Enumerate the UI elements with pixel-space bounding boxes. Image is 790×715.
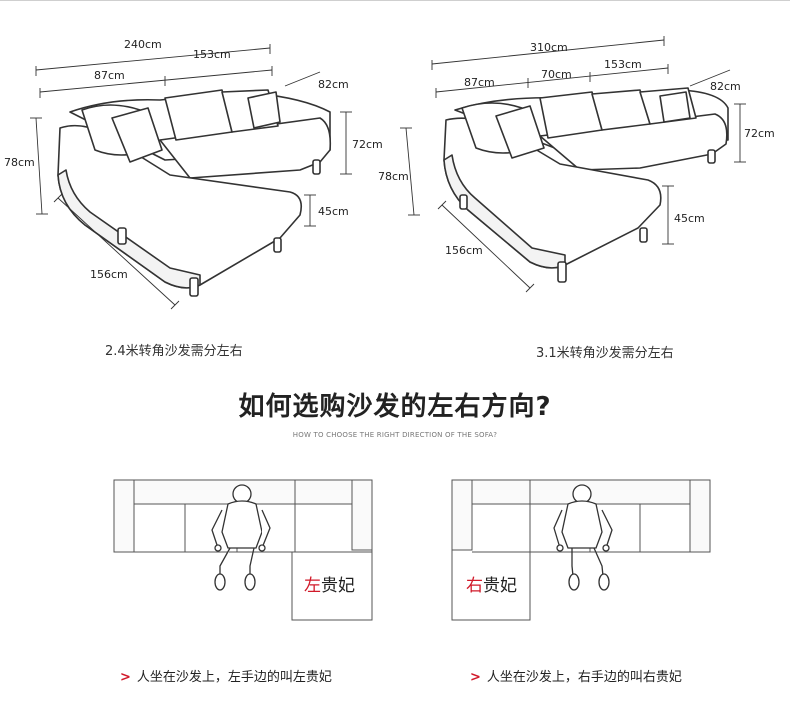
plan-right-note-text: 人坐在沙发上，右手边的叫右贵妃	[486, 670, 682, 685]
sofa-right-caption: 3.1米转角沙发需分左右	[536, 346, 674, 361]
plan-right-label: 右贵妃	[466, 571, 517, 596]
top-divider	[0, 0, 790, 1]
person-left-figure	[211, 484, 271, 591]
sofa-left-caption: 2.4米转角沙发需分左右	[105, 344, 243, 359]
section-title: 如何选购沙发的左右方向?	[238, 392, 552, 422]
chevron-right-icon: >	[470, 670, 481, 685]
plan-left-label: 左贵妃	[304, 571, 355, 596]
dim-left-chaise: 156cm	[90, 268, 128, 281]
dim-right-height: 78cm	[378, 170, 409, 183]
section-subtitle: HOW TO CHOOSE THE RIGHT DIRECTION OF THE…	[292, 431, 498, 439]
plan-left-note-text: 人坐在沙发上，左手边的叫左贵妃	[136, 670, 332, 685]
dim-left-height: 78cm	[4, 156, 35, 169]
plan-right-label-accent: 右	[466, 576, 483, 596]
dim-right-chaise: 156cm	[445, 244, 483, 257]
plan-left-note: > 人坐在沙发上，左手边的叫左贵妃	[120, 666, 332, 685]
dim-right-seat: 153cm	[604, 58, 642, 71]
dim-left-seat-height: 45cm	[318, 205, 349, 218]
chevron-right-icon: >	[120, 670, 131, 685]
dim-right-middle: 70cm	[541, 68, 572, 81]
dim-left-back-height: 72cm	[352, 138, 383, 151]
dim-right-seat-height: 45cm	[674, 212, 705, 225]
sofa-right-drawing	[443, 87, 729, 283]
dim-right-back-height: 72cm	[744, 127, 775, 140]
dim-right-total: 310cm	[530, 41, 568, 54]
plan-right-note: > 人坐在沙发上，右手边的叫右贵妃	[470, 666, 682, 685]
sofa-left-drawing	[57, 89, 332, 297]
plan-right-label-rest: 贵妃	[483, 576, 517, 596]
sofa-left-dimension-lines	[30, 44, 352, 310]
dim-left-arm: 87cm	[94, 69, 125, 82]
dim-right-arm: 87cm	[464, 76, 495, 89]
sofa-right-dimension-lines	[400, 36, 746, 293]
dim-right-depth: 82cm	[710, 80, 741, 93]
plan-left-label-rest: 贵妃	[321, 576, 355, 596]
dim-left-depth: 82cm	[318, 78, 349, 91]
person-right-figure	[553, 484, 613, 591]
dim-left-total: 240cm	[124, 38, 162, 51]
plan-left-label-accent: 左	[304, 576, 321, 596]
dim-left-seat: 153cm	[193, 48, 231, 61]
plan-left-drawing	[113, 479, 373, 621]
